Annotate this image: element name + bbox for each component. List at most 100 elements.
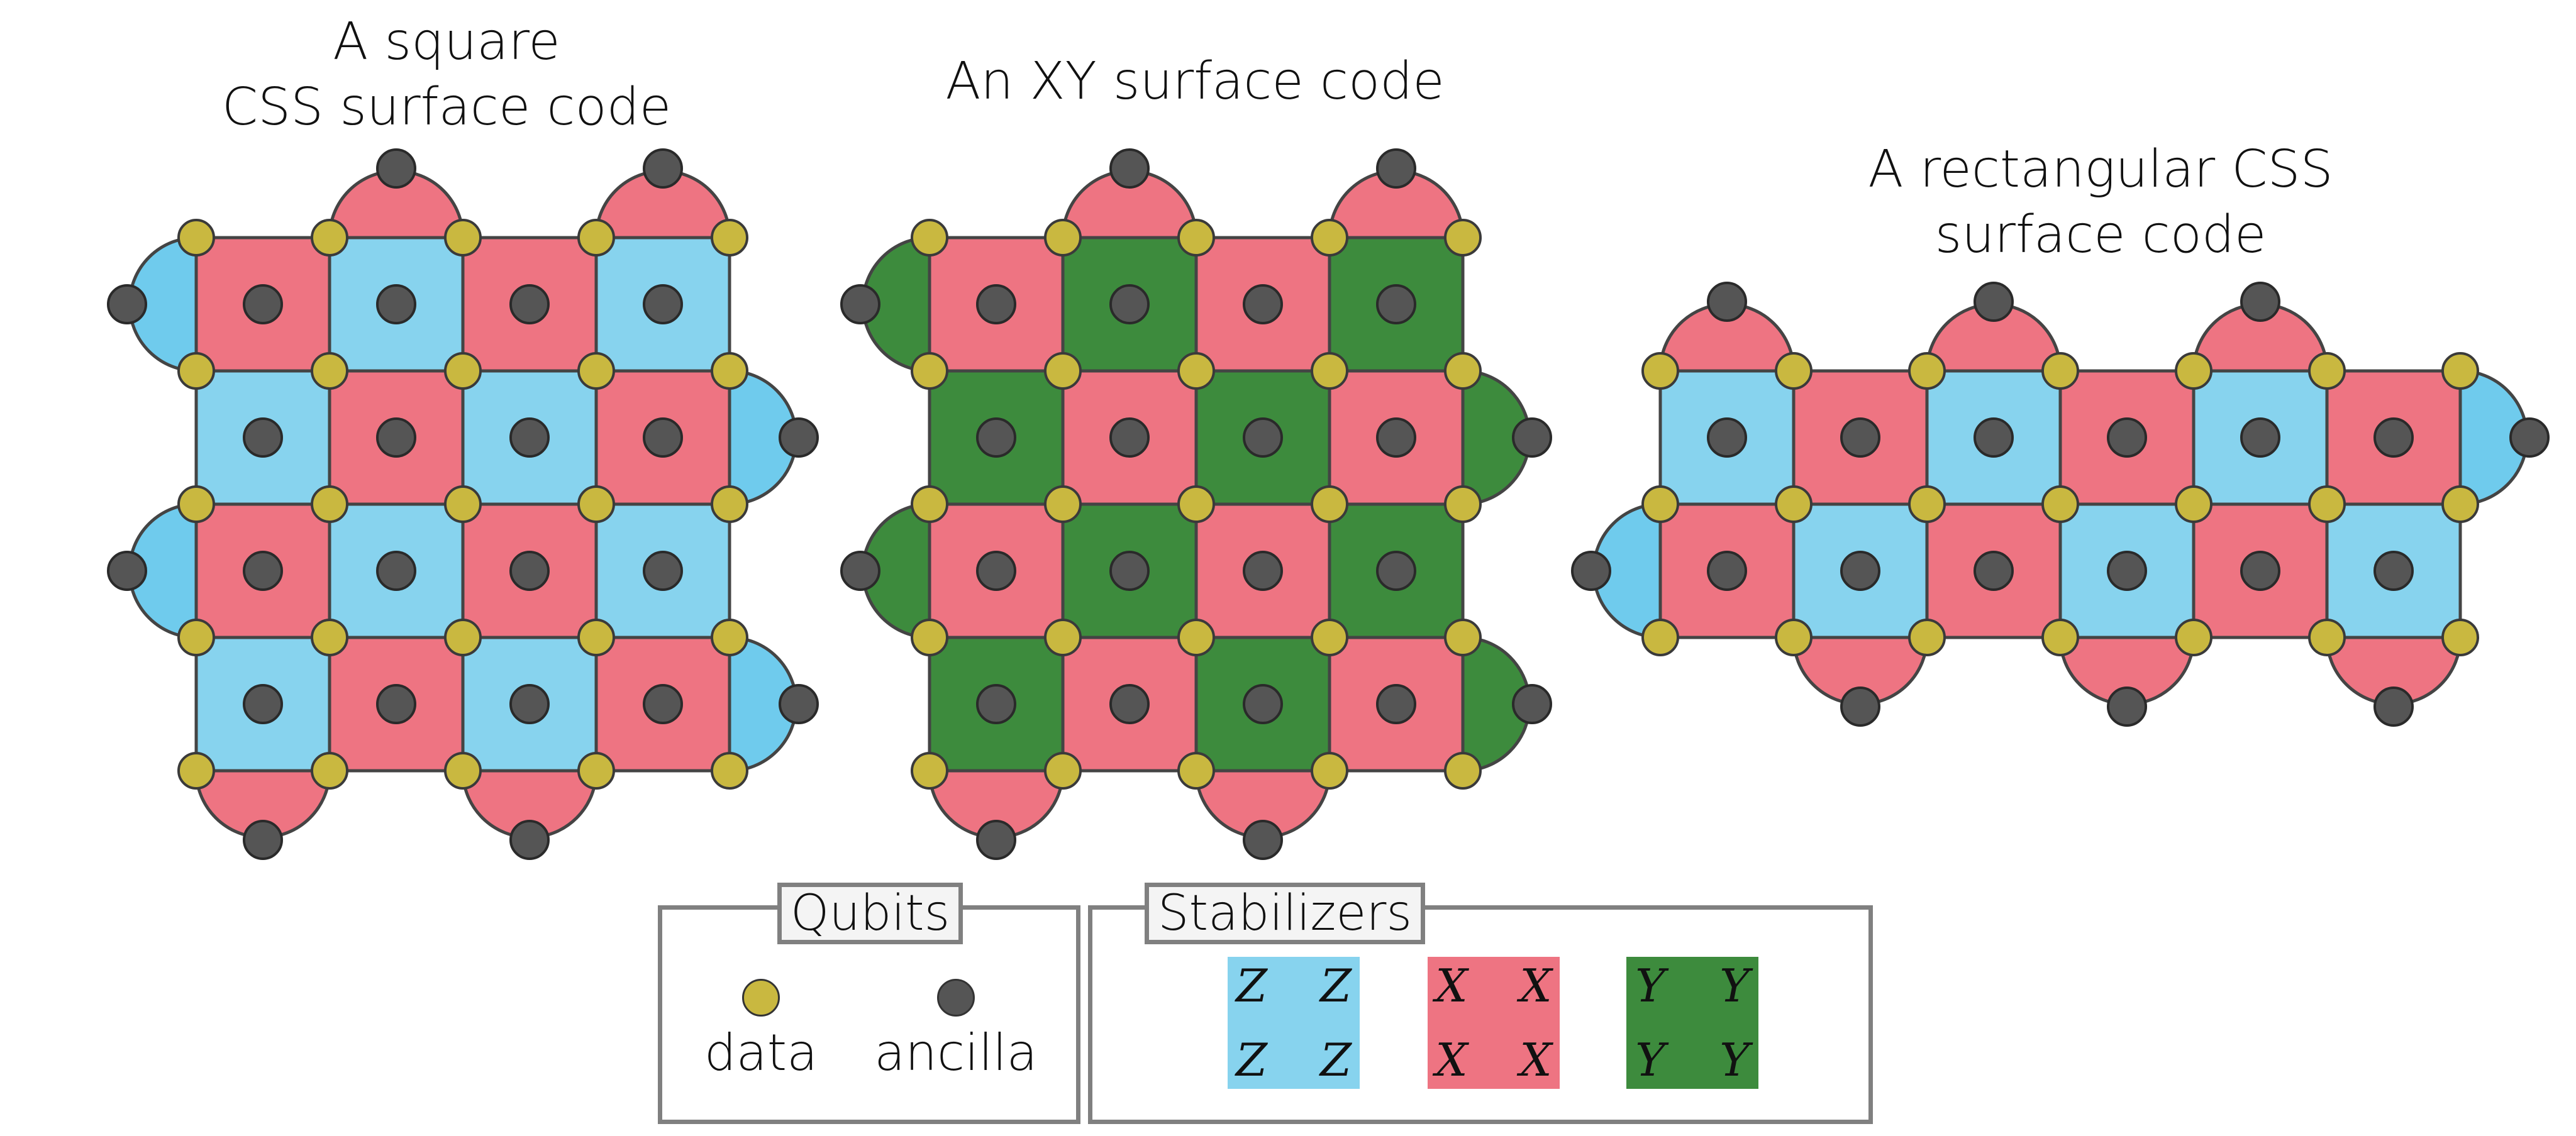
ancilla-qubit: [2373, 551, 2414, 591]
ancilla-qubit: [976, 820, 1016, 860]
data-qubit: [311, 752, 348, 790]
ancilla-qubit: [1571, 551, 1611, 591]
ancilla-qubit: [243, 684, 283, 724]
data-qubit: [177, 485, 215, 523]
data-qubit: [1641, 352, 1679, 390]
data-qubit: [2308, 485, 2346, 523]
data-qubit: [1444, 619, 1482, 656]
plaquette-y: [1194, 636, 1331, 773]
data-qubit: [177, 752, 215, 790]
data-qubit: [577, 619, 615, 656]
ancilla-qubit: [1974, 417, 2014, 458]
ancilla-qubit: [1512, 417, 1552, 458]
title-rectangular-css-code: A rectangular CSS surface code: [1780, 137, 2421, 268]
data-qubit: [444, 485, 482, 523]
data-qubit: [577, 352, 615, 390]
data-qubit: [1311, 619, 1348, 656]
data-qubit: [311, 619, 348, 656]
ancilla-qubit: [1243, 417, 1283, 458]
ancilla-qubit: [1376, 284, 1416, 324]
data-qubit: [1311, 219, 1348, 256]
ancilla-qubit: [243, 284, 283, 324]
data-qubit: [2441, 485, 2479, 523]
x-stabilizer-swatch: X X X X: [1428, 957, 1560, 1089]
data-qubit: [577, 752, 615, 790]
data-qubit: [1775, 352, 1813, 390]
legend-ancilla-label: ancilla: [874, 1023, 1038, 1082]
data-qubit: [577, 485, 615, 523]
lattice-square_css: [107, 148, 819, 860]
title-xy-code: An XY surface code: [906, 49, 1484, 114]
ancilla-qubit: [509, 551, 550, 591]
ancilla-qubit: [1109, 551, 1150, 591]
ancilla-qubit: [1840, 417, 1880, 458]
ancilla-qubit: [1243, 820, 1283, 860]
data-qubit: [444, 619, 482, 656]
data-qubit: [711, 352, 748, 390]
data-qubit: [1311, 485, 1348, 523]
data-qubit: [2041, 485, 2079, 523]
data-qubit: [1444, 352, 1482, 390]
ancilla-qubit: [1109, 417, 1150, 458]
stabilizer-letter: Y: [1635, 959, 1665, 1012]
data-qubit: [2441, 619, 2479, 656]
ancilla-qubit: [1376, 417, 1416, 458]
data-qubit: [1641, 485, 1679, 523]
ancilla-qubit: [376, 551, 416, 591]
data-qubit: [911, 352, 948, 390]
ancilla-qubit: [1512, 684, 1552, 724]
title-line: A square: [333, 12, 560, 72]
data-qubit: [2175, 485, 2212, 523]
data-qubit: [2308, 352, 2346, 390]
legend-data-label: data: [704, 1023, 818, 1082]
data-qubit: [2175, 352, 2212, 390]
data-qubit: [2041, 619, 2079, 656]
data-qubit: [1444, 485, 1482, 523]
data-qubit: [711, 752, 748, 790]
data-qubit: [1177, 752, 1215, 790]
ancilla-qubit: [976, 417, 1016, 458]
data-qubit: [1444, 752, 1482, 790]
legend-qubits-title: Qubits: [777, 883, 963, 944]
stabilizer-letter: X: [1435, 1034, 1468, 1086]
stabilizer-letter: X: [1519, 959, 1552, 1012]
ancilla-qubit: [1707, 551, 1747, 591]
ancilla-qubit: [976, 684, 1016, 724]
ancilla-qubit: [1109, 284, 1150, 324]
ancilla-qubit: [1243, 284, 1283, 324]
ancilla-qubit: [1840, 551, 1880, 591]
stabilizer-letter: Y: [1719, 959, 1750, 1012]
ancilla-qubit: [1707, 417, 1747, 458]
data-qubit: [1908, 485, 1946, 523]
ancilla-qubit: [976, 284, 1016, 324]
data-qubit: [1044, 485, 1082, 523]
data-qubit: [2441, 352, 2479, 390]
ancilla-qubit: [1109, 684, 1150, 724]
data-qubit: [444, 752, 482, 790]
ancilla-qubit: [1376, 148, 1416, 189]
data-qubit-icon: [742, 979, 780, 1017]
plaquette-z: [461, 369, 598, 506]
ancilla-qubit: [1840, 687, 1880, 727]
data-qubit: [1444, 219, 1482, 256]
ancilla-qubit: [2107, 551, 2147, 591]
ancilla-qubit: [2107, 687, 2147, 727]
title-line: surface code: [1935, 205, 2267, 265]
stabilizer-letter: Z: [1235, 959, 1268, 1012]
stabilizer-letter: X: [1519, 1034, 1552, 1086]
y-stabilizer-swatch: Y Y Y Y: [1626, 957, 1758, 1089]
ancilla-qubit: [976, 551, 1016, 591]
ancilla-qubit: [243, 551, 283, 591]
data-qubit: [444, 219, 482, 256]
ancilla-qubit: [376, 284, 416, 324]
title-line: A rectangular CSS: [1868, 140, 2333, 199]
ancilla-qubit: [2240, 551, 2280, 591]
ancilla-qubit: [509, 820, 550, 860]
data-qubit: [1641, 619, 1679, 656]
ancilla-qubit: [1974, 551, 2014, 591]
ancilla-qubit: [779, 417, 819, 458]
ancilla-qubit: [2240, 282, 2280, 322]
data-qubit: [1177, 219, 1215, 256]
data-qubit: [1044, 352, 1082, 390]
ancilla-qubit: [2373, 417, 2414, 458]
